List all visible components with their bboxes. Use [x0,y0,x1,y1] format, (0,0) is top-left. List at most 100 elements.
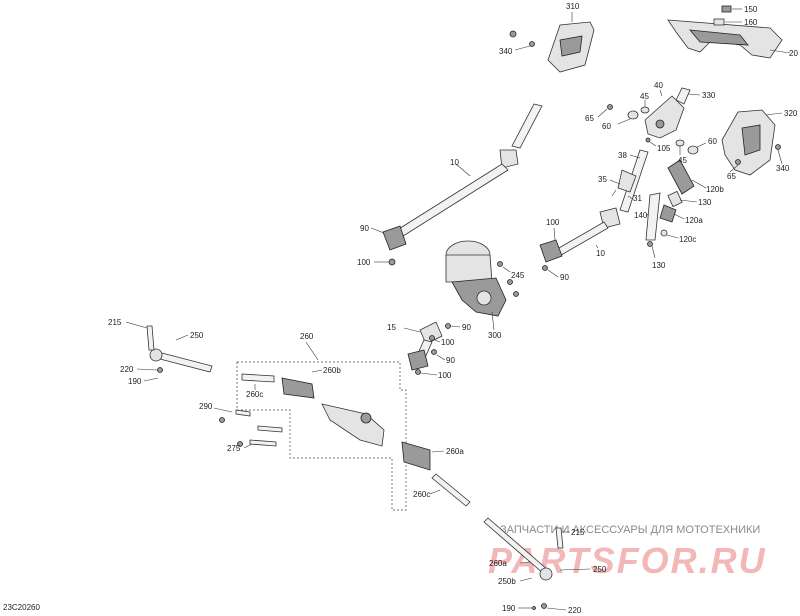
callout-35: 35 [598,175,607,184]
callout-220b: 220 [568,606,582,615]
callout-290: 290 [199,402,213,411]
bolt-275a [257,425,283,433]
callout-labels: 310 150 160 20 340 40 330 45 65 60 320 6… [108,2,798,615]
callout-340a: 340 [499,47,513,56]
bolt-90c [445,323,451,329]
diagram-code: 23C20260 [3,603,40,612]
callout-90d: 90 [446,356,455,365]
callout-60a: 60 [602,122,611,131]
bushing-60a [627,110,639,120]
yoke-15-lower [407,349,429,371]
callout-40: 40 [654,81,663,90]
bolt-215a [146,325,155,351]
nut-100d [415,369,421,375]
intermediate-shaft-short [539,207,621,278]
bushing-60b [687,145,699,155]
part-120c [660,229,668,237]
gearbox-output [476,290,492,306]
nut-220a [157,367,163,373]
shaft-10a-lower [393,163,509,239]
callout-250b: 250 [593,565,607,574]
bolt-340c [775,144,781,150]
bolt-275b [249,439,277,447]
watermark-caption: ЗАПЧАСТИ И АКСЕССУАРЫ ДЛЯ МОТОТЕХНИКИ [500,524,760,536]
bolt-245a [497,261,503,267]
tie-rod-250a [155,351,213,373]
inner-rod-260c [241,373,275,383]
lower-shaft-15 [403,321,461,376]
rack-housing [321,403,385,447]
callout-260c-left: 260c [246,390,263,399]
yoke-lower-b [539,239,563,263]
callout-90c: 90 [462,323,471,332]
callout-100b: 100 [546,218,560,227]
motor-body [445,254,493,283]
bolt-290a [219,417,225,423]
callout-120a: 120a [685,216,703,225]
callout-260a-lower: 260a [489,559,507,568]
shock-part-120a [659,204,677,223]
bolt-90b [542,265,548,271]
bolt-65b [735,159,741,165]
callout-150: 150 [744,5,758,14]
mounting-bolts [213,407,283,449]
boot-260b [281,377,315,399]
bushing-45a [640,106,650,114]
column-joint-35 [617,169,637,193]
callout-120c: 120c [679,235,696,244]
callout-60b: 60 [708,137,717,146]
callout-275: 275 [227,444,241,453]
shaft-10a-joint [499,149,519,169]
callout-245: 245 [511,271,525,280]
callout-250b-end: 250b [498,577,516,586]
callout-215a: 215 [108,318,122,327]
nut-100c [429,335,435,341]
power-steering-unit [445,240,519,331]
callout-100a: 100 [357,258,371,267]
bolt-340a [509,30,517,38]
tie-rod-left [125,321,213,382]
tie-rod-end-right [539,567,553,581]
bolt-130b [647,241,653,247]
bolt-90d [431,349,437,355]
callout-340b: 340 [776,164,790,173]
callout-90a: 90 [360,224,369,233]
callout-120b: 120b [706,185,724,194]
part-130a [667,190,683,208]
callout-20: 20 [789,49,798,58]
washer-190b [532,606,536,610]
callout-220a: 220 [120,365,134,374]
callout-140: 140 [634,211,648,220]
watermark: PARTSFOR.RU ЗАПЧАСТИ И АКСЕССУАРЫ ДЛЯ МО… [488,524,765,581]
nut-275 [237,441,243,447]
bolt-245c [513,291,519,297]
callout-160: 160 [744,18,758,27]
handlebar-assembly [509,5,791,176]
callout-190b: 190 [502,604,516,613]
callout-38: 38 [618,151,627,160]
callout-10b: 10 [596,249,605,258]
bolt-245b [507,279,513,285]
bracket-detail [741,124,761,156]
tie-rod-end-left [149,348,163,362]
callout-10a: 10 [450,158,459,167]
bolt-340b [529,41,535,47]
shock-spring-120b [667,159,695,195]
rack-outline [236,361,407,511]
pinion-housing [360,412,372,424]
part-160 [713,18,725,26]
callout-100d: 100 [438,371,452,380]
nut-100a [388,258,396,266]
bushing-45b [675,139,685,147]
tube-330 [675,87,691,105]
callout-215b: 215 [571,528,585,537]
part-150 [721,5,732,13]
intermediate-shaft-long [370,103,543,266]
yoke-10a [382,225,407,251]
callout-65b: 65 [727,172,736,181]
shaft-10a-upper [511,103,543,149]
callout-45b: 45 [678,156,687,165]
callout-105: 105 [657,144,671,153]
bracket-hole [655,119,665,129]
